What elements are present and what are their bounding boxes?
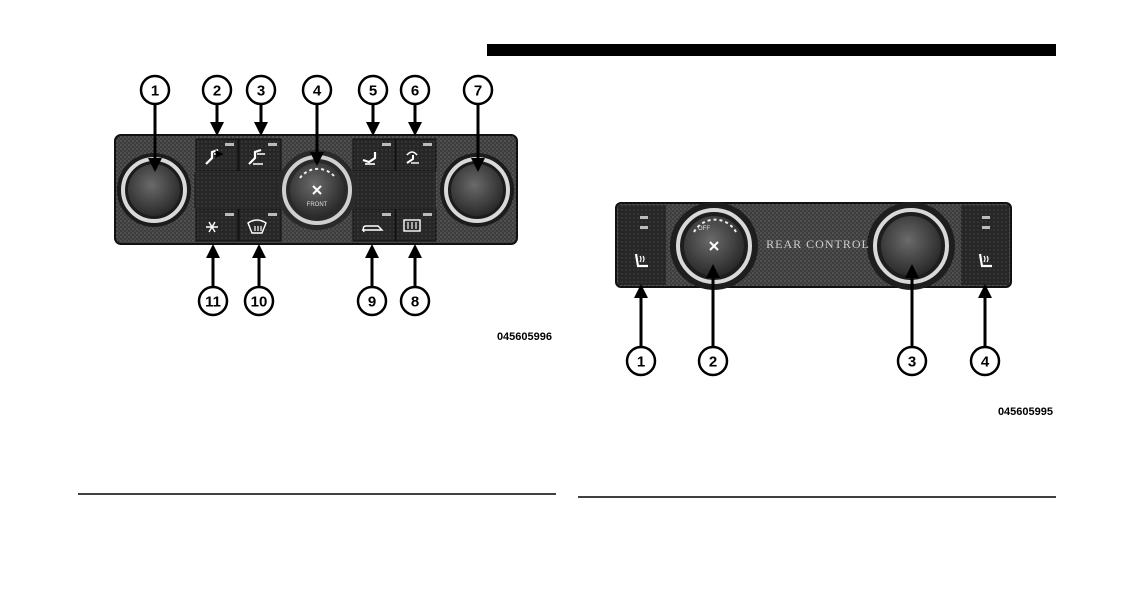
svg-text:8: 8 <box>411 294 419 311</box>
front-callout-3: 3 <box>247 76 275 136</box>
front-callout-10: 10 <box>245 244 273 315</box>
rear-figure-code: 045605995 <box>998 406 1053 418</box>
svg-text:9: 9 <box>368 294 376 311</box>
front-button-max-defrost[interactable] <box>239 209 281 241</box>
svg-text:3: 3 <box>257 83 265 100</box>
front-callout-2: 2 <box>203 76 231 136</box>
svg-text:5: 5 <box>369 83 377 100</box>
rear-callout-1: 1 <box>627 284 655 375</box>
rear-callout-4: 4 <box>971 284 999 375</box>
svg-text:3: 3 <box>908 354 916 371</box>
section-header-bar <box>487 44 1056 56</box>
front-callout-5: 5 <box>359 76 387 136</box>
front-button-floor-mode[interactable] <box>353 139 395 171</box>
rear-embossed-label: REAR CONTROL <box>766 237 870 251</box>
rear-climate-panel: OFF REAR CONTROL <box>616 202 1011 290</box>
front-button-recirculation[interactable] <box>353 209 395 241</box>
svg-text:1: 1 <box>151 83 159 100</box>
svg-text:1: 1 <box>637 354 645 371</box>
svg-text:4: 4 <box>981 354 990 371</box>
rear-fan-knob-label: OFF <box>698 226 710 232</box>
front-callout-6: 6 <box>401 76 429 136</box>
svg-text:10: 10 <box>251 294 268 311</box>
front-button-panel-mode[interactable] <box>196 139 238 171</box>
front-figure-code: 045605996 <box>497 331 552 343</box>
front-callout-11: 11 <box>199 244 227 315</box>
svg-text:6: 6 <box>411 83 419 100</box>
svg-text:2: 2 <box>709 354 717 371</box>
svg-text:7: 7 <box>474 83 482 100</box>
svg-text:4: 4 <box>313 83 322 100</box>
front-button-bi-level-mode[interactable] <box>239 139 281 171</box>
front-button-ac[interactable] <box>196 209 238 241</box>
svg-text:2: 2 <box>213 83 221 100</box>
front-button-rear-defrost[interactable] <box>396 209 436 241</box>
front-button-mix-defrost-mode[interactable] <box>396 139 436 171</box>
front-callout-9: 9 <box>358 244 386 315</box>
svg-text:11: 11 <box>205 294 221 311</box>
front-callout-8: 8 <box>401 244 429 315</box>
front-fan-knob-label: FRONT <box>307 202 328 208</box>
